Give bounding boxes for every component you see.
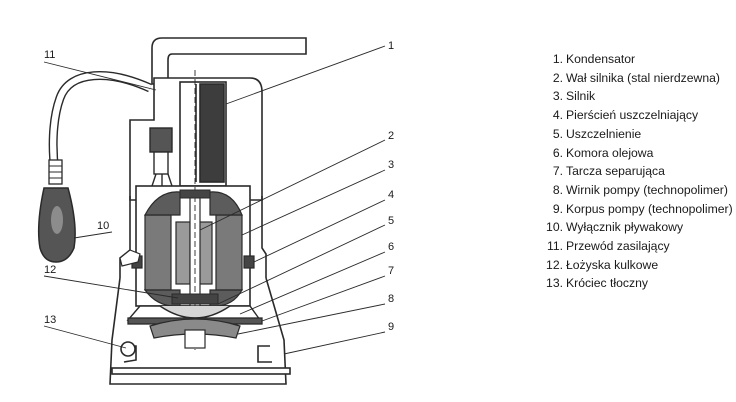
leader-7 bbox=[261, 275, 386, 322]
sealing-ring bbox=[119, 249, 255, 269]
legend-number: 8. bbox=[552, 182, 563, 197]
legend-number: 1. bbox=[552, 52, 563, 66]
legend-item: 9.Korpus pompy (technopolimer) bbox=[533, 200, 733, 219]
callout-11: 11 bbox=[44, 49, 55, 61]
leader-8 bbox=[237, 303, 386, 335]
legend-number: 12. bbox=[546, 257, 563, 272]
parts-legend: 1.Kondensator 2.Wał silnika (stal nierdz… bbox=[533, 50, 733, 293]
legend-number: 9. bbox=[552, 201, 563, 216]
legend-label: Wirnik pompy (technopolimer) bbox=[566, 182, 728, 197]
legend-number: 3. bbox=[552, 89, 563, 104]
legend-item: 7.Tarcza separująca bbox=[533, 162, 733, 181]
leader-4 bbox=[253, 199, 386, 263]
legend-label: Tarcza separująca bbox=[566, 164, 665, 179]
callout-4: 4 bbox=[388, 189, 394, 201]
ball-bearings bbox=[171, 189, 219, 305]
legend-number: 5. bbox=[552, 126, 563, 141]
leader-6 bbox=[239, 251, 386, 315]
leader-10 bbox=[73, 231, 113, 239]
leader-11 bbox=[43, 61, 157, 91]
callout-2: 2 bbox=[388, 130, 394, 142]
legend-number: 4. bbox=[552, 108, 563, 123]
leader-1 bbox=[225, 45, 386, 105]
legend-number: 6. bbox=[552, 145, 563, 160]
oil-chamber bbox=[126, 305, 262, 321]
legend-number: 11. bbox=[546, 239, 563, 254]
float-switch bbox=[37, 187, 76, 263]
power-cable bbox=[48, 71, 152, 185]
motor-stator bbox=[143, 191, 244, 307]
callout-6: 6 bbox=[388, 241, 394, 253]
legend-label: Przewód zasilający bbox=[566, 239, 670, 254]
legend-item: 5.Uszczelnienie bbox=[533, 125, 733, 144]
legend-number: 7. bbox=[552, 164, 563, 179]
legend-label: Łożyska kulkowe bbox=[566, 257, 659, 272]
leader-3 bbox=[241, 169, 386, 236]
callout-7: 7 bbox=[388, 265, 394, 277]
impeller bbox=[149, 318, 241, 349]
legend-number: 2. bbox=[552, 70, 563, 85]
callout-12: 12 bbox=[44, 264, 56, 276]
legend-number: 10. bbox=[546, 220, 563, 235]
legend-item: 4.Pierścień uszczelniający bbox=[533, 106, 733, 125]
callout-9: 9 bbox=[388, 321, 394, 333]
leader-lines bbox=[43, 45, 386, 355]
leader-12 bbox=[43, 275, 179, 299]
leader-9 bbox=[283, 331, 386, 355]
discharge-pipe bbox=[151, 37, 307, 85]
legend-label: Kondensator bbox=[566, 52, 636, 66]
legend-label: Wyłącznik pływakowy bbox=[566, 220, 684, 235]
legend-label: Komora olejowa bbox=[566, 145, 654, 160]
legend-label: Pierścień uszczelniający bbox=[566, 108, 699, 123]
pump-body bbox=[109, 277, 291, 385]
legend-item: 13.Króciec tłoczny bbox=[533, 274, 733, 293]
leader-5 bbox=[217, 224, 386, 305]
leader-13 bbox=[43, 325, 127, 349]
legend-item: 11.Przewód zasilający bbox=[533, 237, 733, 256]
callout-3: 3 bbox=[388, 159, 394, 171]
callout-1: 1 bbox=[388, 40, 394, 52]
callout-13: 13 bbox=[44, 314, 56, 326]
legend-item: 6.Komora olejowa bbox=[533, 144, 733, 163]
legend-item: 12.Łożyska kulkowe bbox=[533, 256, 733, 275]
callout-10: 10 bbox=[97, 220, 109, 232]
legend-label: Korpus pompy (technopolimer) bbox=[566, 201, 733, 216]
legend-label: Króciec tłoczny bbox=[566, 276, 648, 291]
legend-item: 8.Wirnik pompy (technopolimer) bbox=[533, 181, 733, 200]
cable-gland bbox=[149, 127, 173, 188]
callout-5: 5 bbox=[388, 215, 394, 227]
legend-item: 1.Kondensator bbox=[533, 50, 733, 69]
legend-item: 3.Silnik bbox=[533, 87, 733, 106]
legend-label: Uszczelnienie bbox=[566, 126, 642, 141]
legend-item: 10.Wyłącznik pływakowy bbox=[533, 218, 733, 237]
legend-item: 2.Wał silnika (stal nierdzewna) bbox=[533, 69, 733, 88]
legend-label: Wał silnika (stal nierdzewna) bbox=[566, 70, 720, 85]
leader-2 bbox=[199, 139, 386, 231]
legend-label: Silnik bbox=[566, 89, 596, 104]
callout-8: 8 bbox=[388, 293, 394, 305]
legend-number: 13. bbox=[546, 276, 563, 291]
